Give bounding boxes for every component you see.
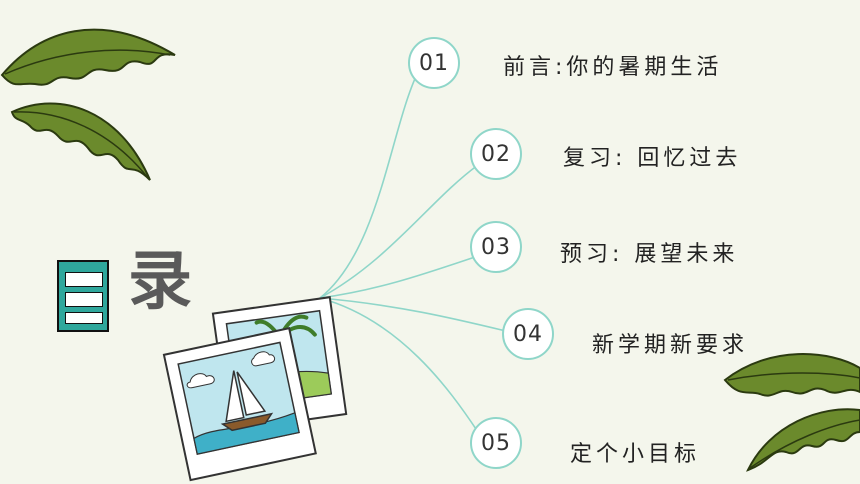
title-mu-bar [65,272,103,287]
title-mu-bar [65,292,103,307]
item-number-circle: 02 [470,128,522,180]
item-number-circle: 05 [470,417,522,469]
item-number-circle: 04 [502,308,554,360]
title-mu-block [57,260,109,332]
palm-leaf-icon [746,408,860,472]
item-label[interactable]: 预习: 展望未来 [560,242,739,267]
palm-leaf-icon [723,353,860,397]
palm-leaf-icon [0,28,176,86]
item-label[interactable]: 新学期新要求 [592,333,749,358]
palm-leaf-icon [10,102,151,181]
title-char-2: 录 [128,245,192,319]
connector-lines [319,71,511,433]
title-mu-bar [65,312,103,324]
item-number-circle: 01 [408,37,460,89]
item-label[interactable]: 前言:你的暑期生活 [503,55,723,80]
item-label[interactable]: 定个小目标 [570,442,701,467]
item-number-circle: 03 [470,221,522,273]
item-label[interactable]: 复习: 回忆过去 [563,146,742,171]
title-char-1: 目 [60,250,110,330]
photo-sailboat-icon [162,327,317,482]
